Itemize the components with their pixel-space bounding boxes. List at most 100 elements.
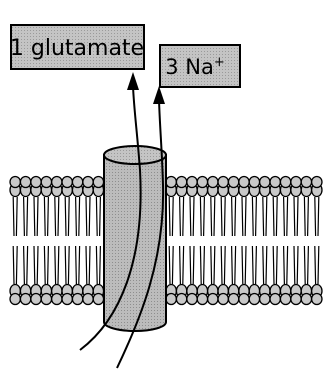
lipid-head	[260, 177, 270, 188]
lipid-head	[176, 177, 186, 188]
lipid-tail	[318, 246, 319, 284]
lipid-head	[301, 177, 311, 188]
lipid-head	[31, 177, 41, 188]
lipid-head	[260, 294, 270, 305]
lipid-tail	[34, 197, 35, 236]
lipid-tail	[100, 197, 101, 236]
lipid-tail	[224, 197, 225, 236]
lipid-head	[197, 177, 207, 188]
lipid-head	[301, 294, 311, 305]
lipid-tail	[297, 197, 298, 236]
lipid-tail	[315, 197, 316, 236]
lipid-head	[280, 294, 290, 305]
lipid-tail	[266, 197, 267, 236]
lipid-tail	[235, 197, 236, 236]
lipid-tail	[27, 197, 28, 236]
lipid-tail	[235, 246, 236, 284]
lipid-tail	[276, 246, 277, 284]
lipid-tail	[58, 246, 59, 284]
lipid-tail	[245, 197, 246, 236]
sodium-label-box: 3 Na+	[160, 45, 240, 87]
lipid-head	[62, 177, 72, 188]
lipid-tail	[193, 246, 194, 284]
lipid-tail	[221, 246, 222, 284]
lipid-head	[31, 294, 41, 305]
lipid-tail	[273, 246, 274, 284]
lipid-tail	[183, 197, 184, 236]
lipid-tail	[172, 197, 173, 236]
lipid-tail	[180, 246, 181, 284]
lipid-tail	[273, 197, 274, 236]
lipid-head	[280, 177, 290, 188]
lipid-tail	[24, 197, 25, 236]
lipid-tail	[190, 246, 191, 284]
lipid-tail	[44, 197, 45, 236]
lipid-tail	[252, 246, 253, 284]
lipid-head	[10, 294, 20, 305]
lipid-tail	[100, 246, 101, 284]
lipid-head	[239, 177, 249, 188]
lipid-tail	[55, 197, 56, 236]
lipid-tail	[263, 246, 264, 284]
lipid-head	[291, 294, 301, 305]
lipid-head	[312, 294, 322, 305]
lipid-head	[291, 177, 301, 188]
lipid-tail	[204, 197, 205, 236]
lipid-head	[270, 294, 280, 305]
lipid-head	[72, 177, 82, 188]
lipid-tail	[89, 246, 90, 284]
lipid-head	[52, 177, 62, 188]
lipid-tail	[263, 197, 264, 236]
lipid-tail	[266, 246, 267, 284]
lipid-tail	[44, 246, 45, 284]
lipid-tail	[242, 246, 243, 284]
lipid-tail	[76, 246, 77, 284]
lipid-head	[166, 294, 176, 305]
lipid-tail	[65, 197, 66, 236]
lipid-tail	[224, 246, 225, 284]
lipid-tail	[304, 197, 305, 236]
lipid-head	[218, 177, 228, 188]
lipid-head	[83, 177, 93, 188]
lipid-tail	[86, 197, 87, 236]
lipid-head	[208, 177, 218, 188]
lipid-tail	[232, 246, 233, 284]
lipid-head	[249, 177, 259, 188]
lipid-tail	[297, 246, 298, 284]
lipid-tail	[287, 246, 288, 284]
lipid-head	[270, 177, 280, 188]
lipid-tail	[245, 246, 246, 284]
lipid-head	[166, 177, 176, 188]
lipid-tail	[190, 197, 191, 236]
lipid-head	[176, 294, 186, 305]
lipid-head	[197, 294, 207, 305]
lipid-head	[228, 294, 238, 305]
lipid-tail	[204, 246, 205, 284]
lipid-tail	[13, 197, 14, 236]
lipid-tail	[284, 246, 285, 284]
lipid-tail	[242, 197, 243, 236]
lipid-tail	[256, 246, 257, 284]
glutamate-label: 1 glutamate	[10, 36, 144, 61]
lipid-tail	[37, 246, 38, 284]
lipid-head	[228, 177, 238, 188]
lipid-head	[20, 177, 30, 188]
lipid-head	[239, 294, 249, 305]
lipid-tail	[232, 197, 233, 236]
lipid-tail	[13, 246, 14, 284]
lipid-tail	[76, 197, 77, 236]
lipid-tail	[252, 197, 253, 236]
lipid-tail	[34, 246, 35, 284]
lipid-tail	[200, 197, 201, 236]
lipid-tail	[211, 197, 212, 236]
lipid-tail	[200, 246, 201, 284]
lipid-tail	[27, 246, 28, 284]
lipid-head	[20, 294, 30, 305]
lipid-tail	[169, 197, 170, 236]
lipid-tail	[221, 197, 222, 236]
lipid-head	[208, 294, 218, 305]
lipid-tail	[287, 197, 288, 236]
lipid-tail	[308, 246, 309, 284]
lipid-head	[187, 294, 197, 305]
